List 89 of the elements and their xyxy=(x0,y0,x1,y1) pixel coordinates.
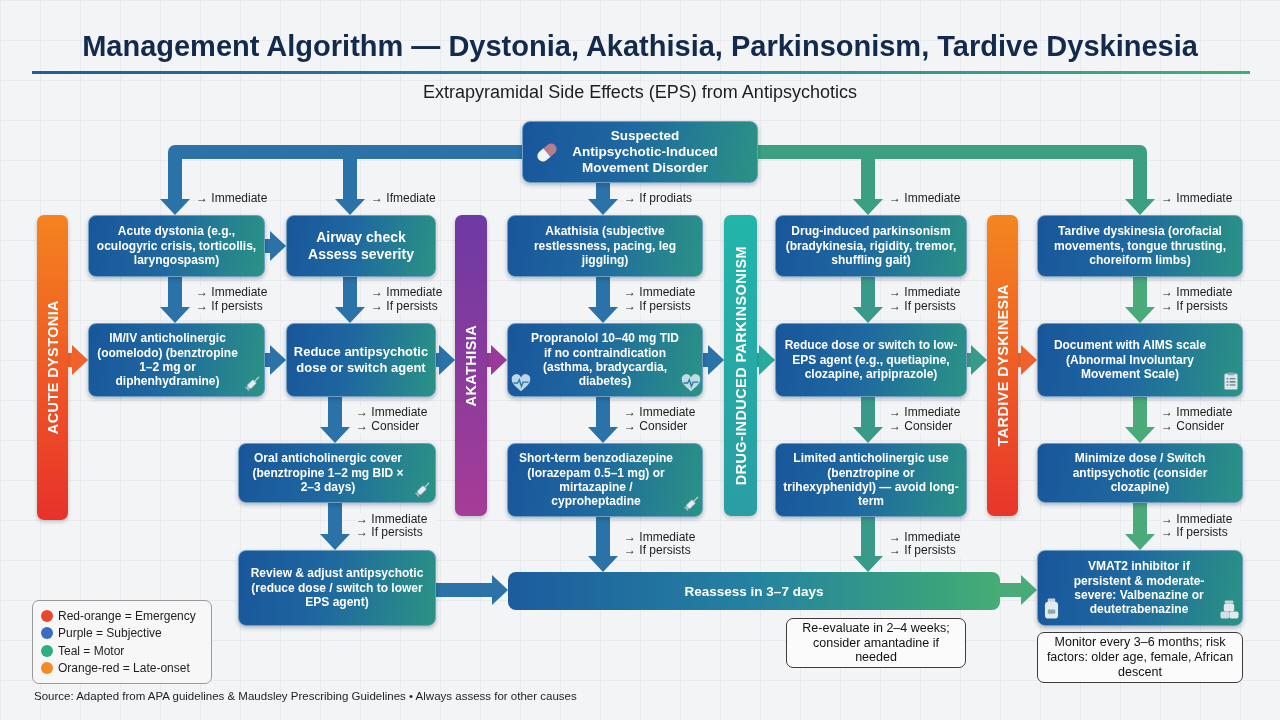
step-text: Acute dystonia (e.g., oculogyric crisis, torticollis, laryngospasm) xyxy=(95,224,258,268)
step-box xyxy=(88,323,265,397)
category-band xyxy=(724,215,757,516)
category-band xyxy=(455,215,487,516)
step-box xyxy=(1037,323,1243,397)
step-text: IM/IV anticholinergic (oomelodo) (benztropine 1–2 mg or diphenhydramine) xyxy=(96,331,239,389)
arrow xyxy=(436,575,508,605)
edge-label: → Immediate → Consider xyxy=(1161,406,1241,434)
arrow xyxy=(853,397,883,443)
arrow xyxy=(588,277,618,323)
note-text: Monitor every 3–6 months; risk factors: older age, female, African descent xyxy=(1045,635,1235,680)
edge-label: → Immediate xyxy=(889,192,961,206)
arrow xyxy=(1018,345,1037,375)
step-text: Reduce antipsychotic dose or switch agent xyxy=(293,344,429,376)
legend-text: Orange-red = Late-onset xyxy=(58,661,190,676)
arrow xyxy=(68,345,88,375)
step-box xyxy=(286,215,436,277)
note-box xyxy=(1037,632,1243,683)
note-box xyxy=(786,618,966,668)
arrow xyxy=(436,345,455,375)
edge-label: → Immediate → If persists xyxy=(356,512,436,541)
edge-label: → Immediate xyxy=(1161,192,1233,206)
arrow xyxy=(588,183,618,215)
edge-label: → If prodiats xyxy=(624,192,693,206)
category-label: AKATHISIA xyxy=(463,324,479,407)
step-box xyxy=(238,550,436,626)
category-label: TARDIVE DYSKINESIA xyxy=(994,284,1011,447)
step-box xyxy=(775,215,967,277)
arrow xyxy=(967,345,987,375)
arrow xyxy=(265,231,286,261)
arrow xyxy=(335,277,365,323)
step-box xyxy=(88,215,265,277)
step-text: Drug-induced parkinsonism (bradykinesia, rigidity, tremor, shuffling gait) xyxy=(784,224,958,268)
step-box xyxy=(286,323,436,397)
banner-text: Reassess in 3–7 days xyxy=(684,583,824,599)
edge-label: → Immediate → If persists xyxy=(1161,512,1241,541)
arrow xyxy=(588,397,618,443)
step-banner xyxy=(508,572,1000,610)
arrow xyxy=(1125,277,1155,323)
step-text: Minimize dose / Switch antipsychotic (consider clozapine) xyxy=(1071,451,1209,495)
legend-text: Teal = Motor xyxy=(58,643,125,658)
step-box xyxy=(1037,550,1243,626)
note-text: Re-evaluate in 2–4 weeks; consider amantadine if needed xyxy=(801,620,951,666)
edge-label: → Ifmediate xyxy=(371,192,436,206)
arrow xyxy=(588,517,618,572)
legend-text: Purple = Subjective xyxy=(58,626,162,641)
category-label: ACUTE DYSTONIA xyxy=(44,300,61,435)
step-text: Akathisia (subjective restlessness, pacing, leg jiggling) xyxy=(532,224,678,268)
step-text: Airway check Assess severity xyxy=(307,229,415,263)
step-text: VMAT2 inhibitor if persistent & moderate-severe: Valbenazine or deutetrabenazine xyxy=(1072,559,1206,617)
arrow xyxy=(1125,503,1155,550)
step-text: Oral anticholinergic cover (benztropine 1–2 mg BID × 2–3 days) xyxy=(251,451,405,495)
step-box xyxy=(507,323,703,397)
step-box xyxy=(507,443,703,517)
step-text: Limited anticholinergic use (benztropine or trihexyphenidyl) — avoid long-term xyxy=(782,451,960,509)
category-band xyxy=(37,215,68,520)
title: Management Algorithm — Dystonia, Akathisia, Parkinsonism, Tardive Dyskinesia xyxy=(82,30,1198,63)
edge-label: → Immediate → If persists xyxy=(1161,286,1241,314)
legend-text: Red-orange = Emergency xyxy=(58,608,196,623)
step-text: Document with AIMS scale (Abnormal Involuntary Movement Scale) xyxy=(1052,338,1208,382)
step-text: Suspected Antipsychotic-Induced Movement Disorder xyxy=(571,127,719,177)
arrow xyxy=(703,345,724,375)
arrow xyxy=(757,345,775,375)
arrow xyxy=(265,345,286,375)
step-text: Propranolol 10–40 mg TID if no contraindication (asthma, bradycardia, diabetes) xyxy=(530,331,680,389)
arrow xyxy=(320,503,350,550)
edge-label: → Immediate xyxy=(196,192,268,206)
arrow xyxy=(160,277,190,323)
category-band xyxy=(987,215,1018,516)
arrow xyxy=(1125,397,1155,443)
step-box xyxy=(1037,215,1243,277)
source-note: Source: Adapted from APA guidelines & Maudsley Prescribing Guidelines • Always assess for other causes xyxy=(34,690,577,702)
step-box xyxy=(507,215,703,277)
subtitle: Extrapyramidal Side Effects (EPS) from Antipsychotics xyxy=(423,82,857,103)
arrow xyxy=(320,397,350,443)
step-box xyxy=(238,443,436,503)
arrow xyxy=(853,277,883,323)
step-text: Tardive dyskinesia (orofacial movements, tongue thrusting, choreiform limbs) xyxy=(1053,224,1227,268)
category-label: DRUG-INDUCED PARKINSONISM xyxy=(732,245,749,486)
step-text: Short-term benzodiazepine (lorazepam 0.5–1 mg) or mirtazapine / cyproheptadine xyxy=(518,451,674,509)
step-box xyxy=(775,443,967,517)
arrow xyxy=(487,345,507,375)
step-text: Reduce dose or switch to low-EPS agent (e.g., quetiapine, clozapine, aripiprazole) xyxy=(783,338,959,382)
step-box xyxy=(1037,443,1243,503)
arrow xyxy=(853,517,883,572)
arrow xyxy=(1000,575,1037,605)
step-box xyxy=(775,323,967,397)
step-text: Review & adjust antipsychotic (reduce dose / switch to lower EPS agent) xyxy=(249,566,425,610)
start-box xyxy=(522,121,758,183)
